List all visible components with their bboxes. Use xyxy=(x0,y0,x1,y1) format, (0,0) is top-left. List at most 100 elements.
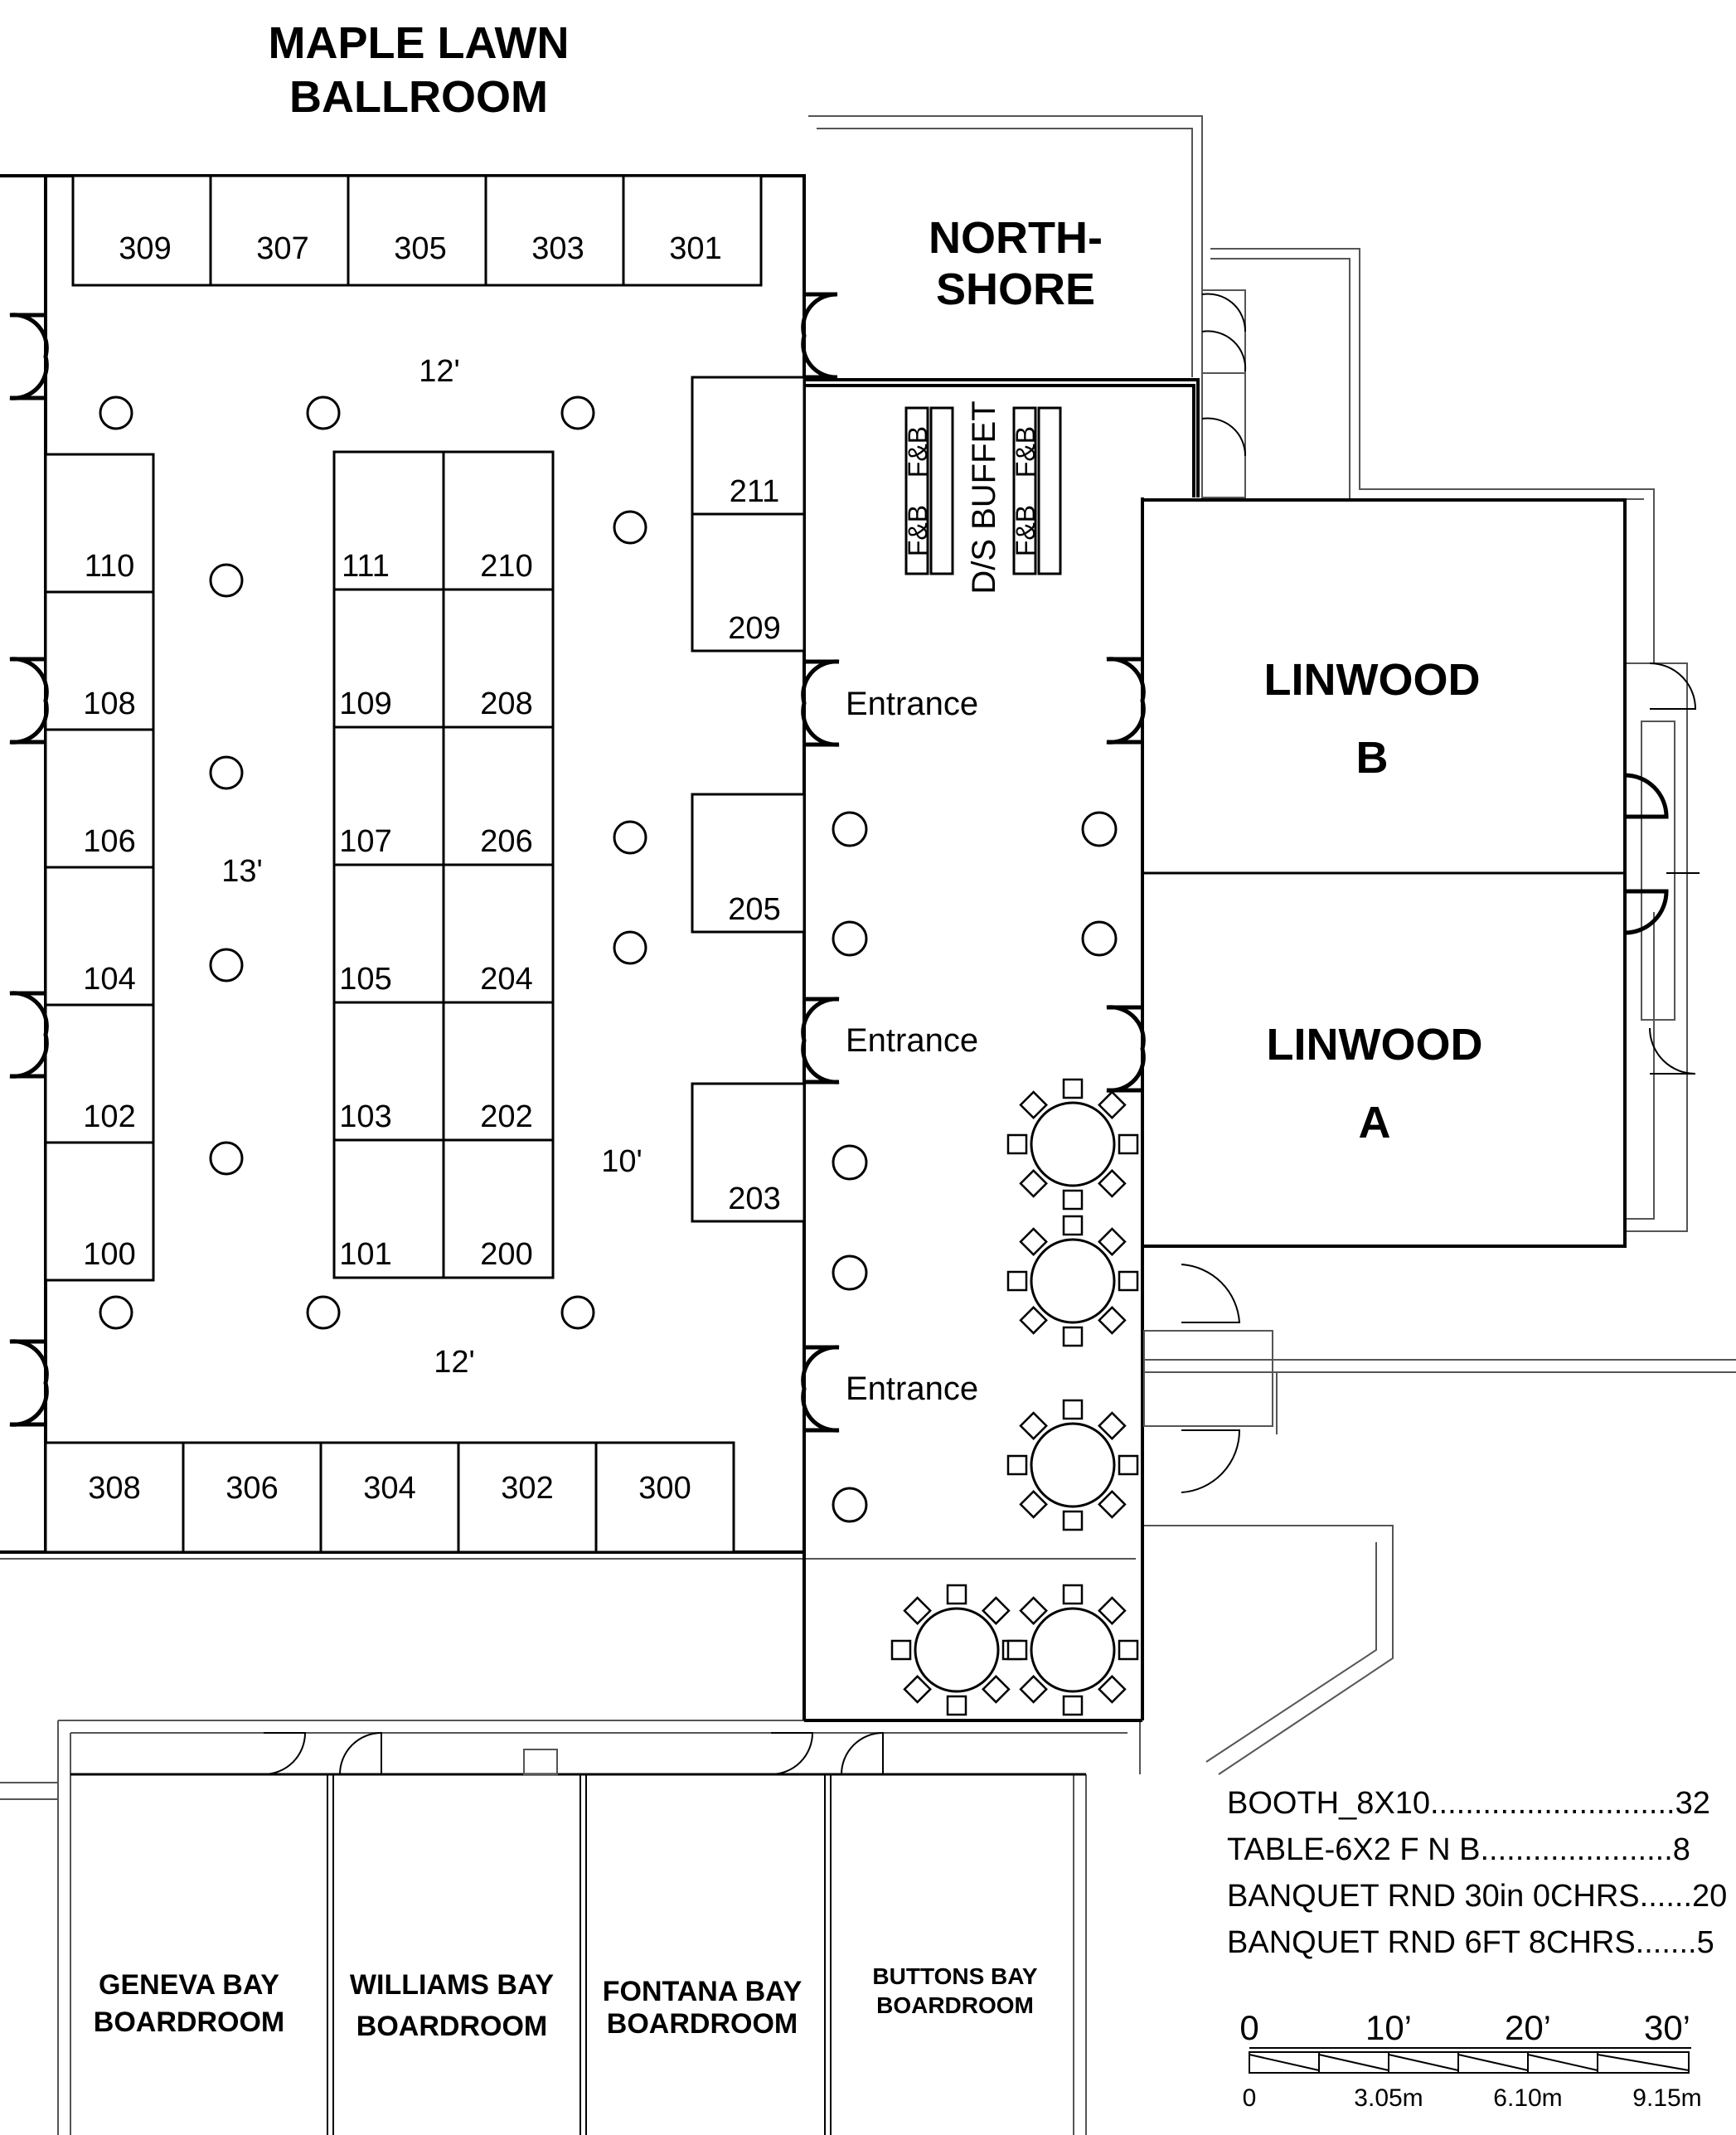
booth[interactable] xyxy=(594,1441,735,1554)
round-table[interactable] xyxy=(1081,920,1118,957)
booth[interactable] xyxy=(182,1441,322,1554)
fnb-table[interactable] xyxy=(929,406,954,575)
booth-label: 106 xyxy=(83,824,135,859)
round-table[interactable] xyxy=(613,820,647,855)
round-table[interactable] xyxy=(832,1144,868,1181)
building-outline xyxy=(0,115,1736,2135)
booth-label: 206 xyxy=(480,824,532,859)
legend-line: BANQUET RND 30in 0CHRS......20 xyxy=(1227,1879,1727,1914)
booth-label: 308 xyxy=(88,1471,140,1506)
booth[interactable] xyxy=(622,174,763,287)
banquet-round-table[interactable] xyxy=(1030,1238,1116,1324)
chair xyxy=(946,1695,967,1716)
booth[interactable] xyxy=(691,512,806,653)
chair xyxy=(1098,1490,1127,1519)
booth[interactable] xyxy=(44,1141,155,1282)
banquet-round-table[interactable] xyxy=(1030,1607,1116,1693)
round-table[interactable] xyxy=(832,920,868,957)
booth[interactable] xyxy=(442,725,555,866)
door-icon[interactable] xyxy=(1624,773,1669,819)
booth[interactable] xyxy=(44,728,155,869)
round-table[interactable] xyxy=(613,510,647,545)
round-table[interactable] xyxy=(209,755,244,790)
fnb-label: F&B xyxy=(1011,505,1040,556)
fnb-table[interactable] xyxy=(1037,406,1062,575)
booth[interactable] xyxy=(691,793,806,934)
chair xyxy=(1006,1133,1028,1155)
booth[interactable] xyxy=(332,1001,445,1142)
door-icon[interactable] xyxy=(9,313,49,400)
chair xyxy=(1062,1326,1084,1347)
booth[interactable] xyxy=(71,174,212,287)
booth-label: 305 xyxy=(394,231,446,266)
round-table[interactable] xyxy=(306,395,341,430)
booth[interactable] xyxy=(332,1138,445,1279)
booth[interactable] xyxy=(691,1082,806,1223)
chair xyxy=(1019,1596,1048,1625)
booth-label: 303 xyxy=(531,231,584,266)
booth[interactable] xyxy=(44,453,155,594)
fontana-bay-title: BOARDROOM xyxy=(607,2008,798,2040)
round-table[interactable] xyxy=(613,930,647,965)
chair xyxy=(1098,1411,1127,1440)
door-icon[interactable] xyxy=(801,659,840,747)
round-table[interactable] xyxy=(832,1487,868,1523)
booth[interactable] xyxy=(442,1138,555,1279)
door-icon[interactable] xyxy=(9,1339,49,1427)
williams-bay-title: BOARDROOM xyxy=(356,2011,547,2042)
chair xyxy=(903,1596,932,1625)
door-icon[interactable] xyxy=(9,991,49,1079)
booth-label: 301 xyxy=(669,231,721,266)
booth[interactable] xyxy=(442,588,555,729)
door-icon[interactable] xyxy=(9,657,49,745)
svg-text:9.15m: 9.15m xyxy=(1632,2084,1701,2112)
booth[interactable] xyxy=(484,174,625,287)
round-table[interactable] xyxy=(209,948,244,983)
booth[interactable] xyxy=(347,174,487,287)
booth[interactable] xyxy=(332,588,445,729)
booth[interactable] xyxy=(44,866,155,1007)
booth[interactable] xyxy=(442,450,555,591)
boardrooms: GENEVA BAY BOARDROOM WILLIAMS BAY BOARDR… xyxy=(70,1731,1086,2135)
round-table[interactable] xyxy=(1081,811,1118,847)
door-icon[interactable] xyxy=(1624,889,1669,935)
door-icon[interactable] xyxy=(1106,1005,1146,1093)
banquet-round-table[interactable] xyxy=(1030,1101,1116,1187)
banquet-round-table[interactable] xyxy=(1030,1422,1116,1508)
round-table[interactable] xyxy=(306,1295,341,1330)
round-table[interactable] xyxy=(209,1141,244,1176)
door-icon[interactable] xyxy=(801,1345,840,1433)
booth[interactable] xyxy=(209,174,350,287)
chair xyxy=(1062,1078,1084,1099)
door-icon[interactable] xyxy=(801,997,840,1084)
round-table[interactable] xyxy=(560,395,595,430)
linwood-b-title: B xyxy=(1356,733,1389,783)
door-icon[interactable] xyxy=(1106,657,1146,745)
chair xyxy=(982,1675,1011,1704)
svg-text:6.10m: 6.10m xyxy=(1493,2084,1562,2112)
fnb-table[interactable] xyxy=(1012,406,1037,575)
maple-lawn-ballroom-title: MAPLE LAWN BALLROOM xyxy=(269,18,570,122)
booth-column-right: 211 209 205 203 xyxy=(691,376,806,1223)
banquet-round-table[interactable] xyxy=(914,1607,1000,1693)
booth[interactable] xyxy=(691,376,806,516)
chair xyxy=(1098,1090,1127,1119)
round-table[interactable] xyxy=(560,1295,595,1330)
round-table[interactable] xyxy=(832,811,868,847)
fnb-table[interactable] xyxy=(904,406,929,575)
round-table[interactable] xyxy=(99,1295,133,1330)
booth-label: 109 xyxy=(339,687,391,721)
booth[interactable] xyxy=(332,725,445,866)
booth[interactable] xyxy=(44,1441,185,1554)
round-table[interactable] xyxy=(832,1254,868,1291)
round-table[interactable] xyxy=(99,395,133,430)
booth[interactable] xyxy=(44,1003,155,1144)
booth[interactable] xyxy=(332,450,445,591)
booth[interactable] xyxy=(319,1441,460,1554)
aisle-width-bottom: 12' xyxy=(434,1345,475,1380)
booth[interactable] xyxy=(332,863,445,1004)
round-table[interactable] xyxy=(209,563,244,598)
door-icon[interactable] xyxy=(801,292,838,380)
linwood-a-title: LINWOOD xyxy=(1267,1020,1483,1070)
booth-label: 108 xyxy=(83,687,135,721)
